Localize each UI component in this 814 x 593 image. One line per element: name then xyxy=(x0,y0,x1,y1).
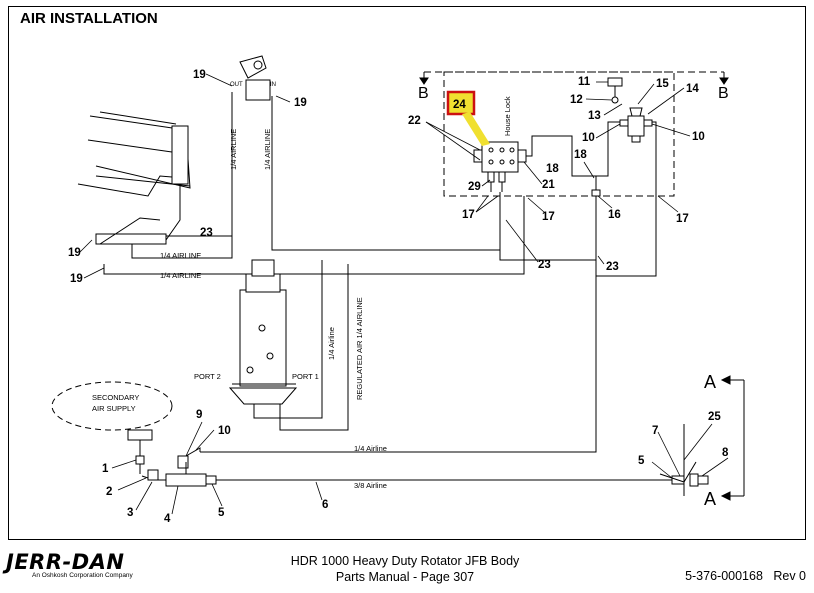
connector-a-top: A xyxy=(704,372,716,392)
label-airline-2: 1/4 AIRLINE xyxy=(160,271,201,280)
label-port1: PORT 1 xyxy=(292,372,319,381)
brand-name: JERR-DAN xyxy=(6,550,125,574)
label-airline-v1: 1/4 AIRLINE xyxy=(229,129,238,170)
label-out: OUT xyxy=(230,82,243,88)
label-in: IN xyxy=(270,82,276,88)
regulator-14 xyxy=(627,115,645,137)
callout-17c: 17 xyxy=(676,213,689,225)
label-airline-center: 1/4 Airline xyxy=(327,327,336,360)
label-house-lock: House Lock xyxy=(503,96,512,136)
brand-subtitle: An Oshkosh Corporation Company xyxy=(32,572,133,579)
house-lock-valve xyxy=(481,141,519,173)
callout-1: 1 xyxy=(102,463,109,475)
label-airline-1: 1/4 AIRLINE xyxy=(160,251,201,260)
jerr-dan-logo: JERR-DAN An Oshkosh Corporation Company xyxy=(6,550,133,579)
callout-11: 11 xyxy=(578,76,591,88)
callout-23b: 23 xyxy=(538,259,551,271)
doc-title: HDR 1000 Heavy Duty Rotator JFB Body xyxy=(290,554,520,568)
callout-19c: 19 xyxy=(68,247,81,259)
callout-13: 13 xyxy=(588,110,601,122)
callout-14: 14 xyxy=(686,83,699,95)
callout-29: 29 xyxy=(468,181,481,193)
callout-23a: 23 xyxy=(200,227,213,239)
revision: Rev 0 xyxy=(773,569,806,583)
callout-5b: 5 xyxy=(638,455,645,467)
callout-22: 22 xyxy=(408,115,421,127)
callout-9: 9 xyxy=(196,409,202,421)
label-airline-38: 3/8 Airline xyxy=(354,481,387,490)
callout-3: 3 xyxy=(127,507,133,519)
drawing-frame xyxy=(8,6,806,540)
connector-b-left: B xyxy=(418,85,429,102)
callout-12: 12 xyxy=(570,94,583,106)
callout-10c: 10 xyxy=(218,425,231,437)
callout-4: 4 xyxy=(164,513,171,525)
label-airline-lower: 1/4 Airline xyxy=(354,444,387,453)
connector-b-right: B xyxy=(718,85,729,102)
label-secondary-1: SECONDARY xyxy=(92,393,139,402)
callout-19a: 19 xyxy=(193,69,206,81)
connector-a-bottom: A xyxy=(704,489,716,509)
label-regulated: REGULATED AIR 1/4 AIRLINE xyxy=(355,297,364,400)
callout-2: 2 xyxy=(106,486,112,498)
callout-6: 6 xyxy=(322,499,328,511)
callout-21: 21 xyxy=(542,179,555,191)
callout-19d: 19 xyxy=(70,273,83,285)
callout-23c: 23 xyxy=(606,261,619,273)
page-title: AIR INSTALLATION xyxy=(20,10,158,27)
callout-18a: 18 xyxy=(546,163,559,175)
callout-10b: 10 xyxy=(692,131,705,143)
callout-18b: 18 xyxy=(574,149,587,161)
footer-doc-number: 5-376-000168 Rev 0 xyxy=(685,569,806,583)
boom-cylinder xyxy=(171,125,189,185)
doc-number: 5-376-000168 xyxy=(685,569,763,583)
callout-17a: 17 xyxy=(462,209,475,221)
label-port2: PORT 2 xyxy=(194,372,221,381)
winch-motor xyxy=(239,289,287,387)
secondary-air-tank xyxy=(51,381,173,431)
footer-doc-info: HDR 1000 Heavy Duty Rotator JFB Body Par… xyxy=(250,553,560,585)
label-airline-v2: 1/4 AIRLINE xyxy=(263,129,272,170)
callout-8: 8 xyxy=(722,447,729,459)
callout-15: 15 xyxy=(656,78,669,90)
callout-5a: 5 xyxy=(218,507,225,519)
tilt-cylinder-top xyxy=(245,79,271,101)
label-secondary-2: AIR SUPPLY xyxy=(92,404,136,413)
callout-24: 24 xyxy=(453,99,466,111)
callout-7: 7 xyxy=(652,425,658,437)
callout-10a: 10 xyxy=(582,132,595,144)
callout-25: 25 xyxy=(708,411,721,423)
callout-19b: 19 xyxy=(294,97,307,109)
manifold-4 xyxy=(165,473,207,487)
callout-17b: 17 xyxy=(542,211,555,223)
gauge-11 xyxy=(607,77,623,87)
callout-16: 16 xyxy=(608,209,621,221)
page-label: Parts Manual - Page 307 xyxy=(335,570,475,584)
